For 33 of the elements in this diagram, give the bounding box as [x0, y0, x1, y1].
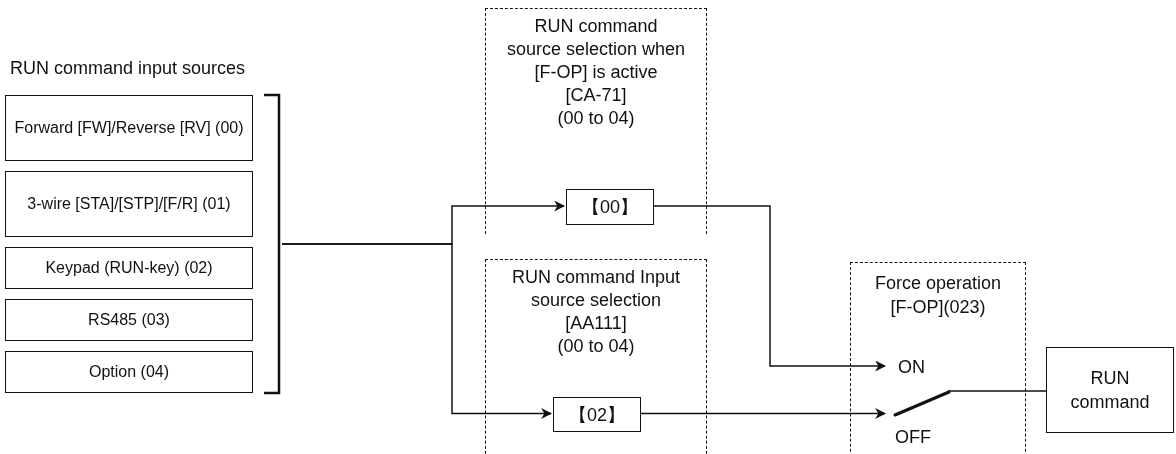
node-label: Keypad (RUN-key) (02) [45, 258, 213, 278]
value-range: (00 to 04) [557, 107, 635, 130]
setting-value-box [566, 189, 654, 225]
group-heading: RUN command Input source selection [510, 266, 682, 312]
node-label: Forward [FW]/Reverse [RV] (00) [14, 118, 244, 138]
connector-arrow [639, 408, 887, 419]
input-source-box [5, 299, 253, 341]
input-source-box [5, 171, 253, 237]
switch-position-label: OFF [895, 426, 931, 449]
value-range: (00 to 04) [557, 335, 635, 358]
node-label: Option (04) [88, 362, 169, 382]
connector-arrow [281, 243, 553, 419]
group-heading: RUN command source selection when [F-OP] is active [506, 15, 686, 84]
switch-position-label: ON [898, 356, 925, 379]
section-heading: RUN command input sources [10, 58, 246, 79]
node-label: 【02】 [569, 403, 625, 427]
group-heading: Force operation [874, 272, 1002, 295]
parameter-code: [AA111] [565, 312, 627, 335]
input-source-box [5, 95, 253, 161]
setting-value-box [553, 397, 641, 432]
connector-arrow [652, 205, 887, 372]
selection-group-box [485, 8, 707, 234]
selection-group-box [485, 259, 707, 454]
node-label: 3-wire [STA]/[STP]/[F/R] (01) [27, 194, 231, 214]
node-label: RS485 (03) [88, 310, 170, 330]
node-label: 【00】 [582, 196, 638, 219]
node-label: RUN command [1069, 367, 1151, 414]
parameter-code: [F-OP](023) [890, 296, 986, 319]
parameter-code: [CA-71] [565, 84, 627, 107]
input-source-box [5, 247, 253, 289]
output-box [1046, 347, 1174, 433]
force-operation-group-box [850, 262, 1026, 454]
input-source-box [5, 351, 253, 393]
